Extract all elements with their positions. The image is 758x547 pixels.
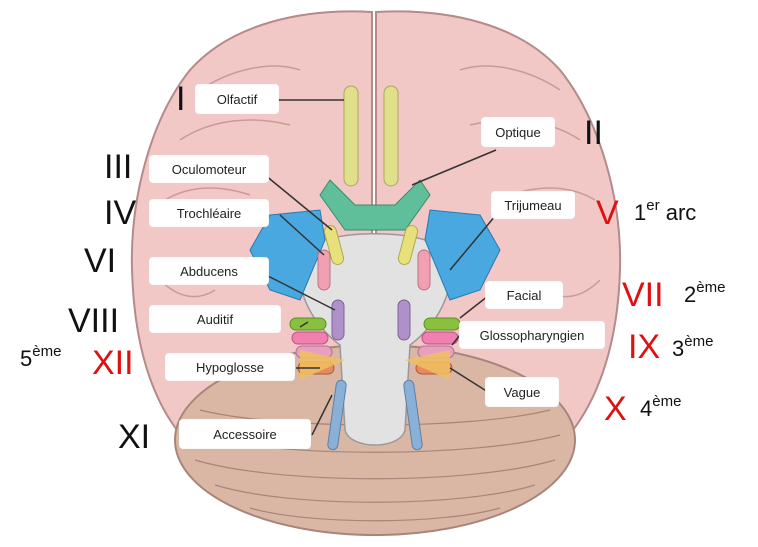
abducens-right	[398, 300, 410, 340]
label-glossopharyngien: Glossopharyngien	[460, 322, 604, 348]
label-auditif: Auditif	[150, 306, 280, 332]
numeral-iii: III	[104, 150, 132, 184]
auditory-right	[422, 332, 458, 344]
label-vague: Vague	[486, 378, 558, 406]
label-trijumeau: Trijumeau	[492, 192, 574, 218]
facial-left	[290, 318, 326, 330]
numeral-x: X	[604, 392, 627, 426]
label-oculomoteur: Oculomoteur	[150, 156, 268, 182]
arch-first: 1er arc	[634, 200, 696, 229]
arch-fifth: 5ème	[20, 346, 61, 375]
numeral-viii: VIII	[68, 304, 119, 338]
arch-third: 3ème	[672, 336, 713, 365]
numeral-v: V	[596, 196, 619, 230]
numeral-i: I	[176, 82, 185, 116]
trochlear-left	[318, 250, 330, 290]
facial-right	[424, 318, 460, 330]
arch-second: 2ème	[684, 282, 725, 311]
numeral-ix: IX	[628, 330, 660, 364]
label-hypoglosse: Hypoglosse	[166, 354, 294, 380]
numeral-vi: VI	[84, 244, 116, 278]
label-trochleaire: Trochléaire	[150, 200, 268, 226]
numeral-iv: IV	[104, 196, 136, 230]
label-olfactif: Olfactif	[196, 85, 278, 113]
label-abducens: Abducens	[150, 258, 268, 284]
numeral-xi: XI	[118, 420, 150, 454]
numeral-ii: II	[584, 116, 603, 150]
olfactory-tract-left	[344, 86, 358, 186]
label-optique: Optique	[482, 118, 554, 146]
auditory-left	[292, 332, 328, 344]
trochlear-right	[418, 250, 430, 290]
label-facial: Facial	[486, 282, 562, 308]
arch-fourth: 4ème	[640, 396, 681, 425]
abducens-left	[332, 300, 344, 340]
label-accessoire: Accessoire	[180, 420, 310, 448]
numeral-xii: XII	[92, 346, 134, 380]
olfactory-tract-right	[384, 86, 398, 186]
numeral-vii: VII	[622, 278, 664, 312]
